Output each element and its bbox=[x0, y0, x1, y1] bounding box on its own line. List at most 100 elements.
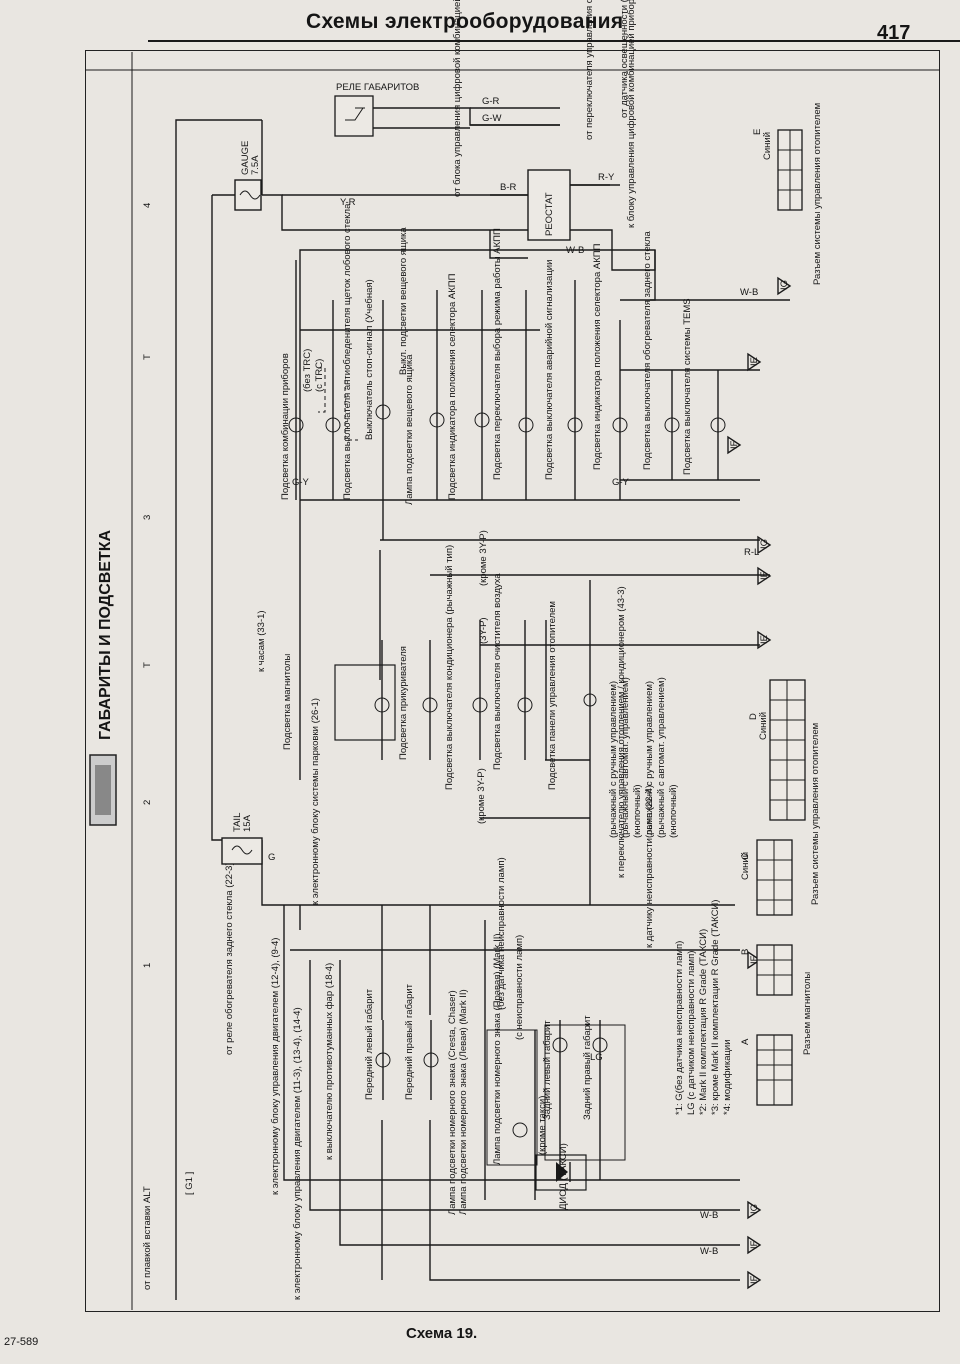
svg-text:G: G bbox=[268, 852, 275, 863]
svg-text:IF: IF bbox=[749, 1240, 760, 1249]
svg-text:IG: IG bbox=[779, 280, 790, 290]
comp-hazard: Подсветка выключателя аварийной сигнализ… bbox=[544, 260, 555, 480]
svg-text:IG: IG bbox=[759, 539, 770, 549]
grid-number-1: 1 bbox=[142, 963, 153, 968]
connector-labels: Разъем системы управления отопителем Раз… bbox=[740, 103, 823, 1055]
connector-id-e: E bbox=[752, 129, 763, 135]
connector-id-b: B bbox=[740, 949, 751, 955]
bottom-notes: (с неисправности ламп) (без датчика неис… bbox=[496, 857, 525, 1040]
comp-rear-right: Задний правый габарит bbox=[582, 1015, 593, 1120]
label-heater-switch: к переключателю управления отоплением / … bbox=[616, 586, 627, 878]
label-only-3yp: (3Y-P) bbox=[478, 617, 489, 644]
relay-label: РЕЛЕ ГАБАРИТОВ bbox=[336, 82, 419, 93]
svg-text:W-B: W-B bbox=[566, 245, 584, 256]
label-fog: к выключателю противотуманных фар (18-4) bbox=[324, 963, 335, 1160]
svg-text:W-B: W-B bbox=[700, 1246, 718, 1257]
ground-labels: IG IE IF IG IF IE IF IG IF IF bbox=[729, 280, 790, 1284]
svg-text:IF: IF bbox=[729, 440, 740, 449]
comp-no-trc: (без TRC) bbox=[302, 349, 313, 392]
comp-ac: Подсветка выключателя кондиционера (рыча… bbox=[444, 545, 455, 790]
header-rule bbox=[148, 40, 960, 42]
svg-text:*3: кроме Mark II комплектации: *3: кроме Mark II комплектации R Grade (… bbox=[710, 900, 721, 1115]
figure-caption: Схема 19. bbox=[406, 1325, 478, 1342]
connector-blocks bbox=[756, 129, 806, 1106]
svg-text:W-B: W-B bbox=[700, 1210, 718, 1221]
fuse-tail-rating: 15A bbox=[242, 814, 253, 832]
label-to-ecu-digital: к блоку управления цифровой комбинацией … bbox=[626, 0, 637, 228]
svg-text:(рычажный с ручным управлением: (рычажный с ручным управлением) bbox=[644, 681, 655, 838]
comp-tems: Подсветка выключателя системы TEMS bbox=[682, 298, 693, 475]
connector-color-c: Синий bbox=[740, 852, 751, 880]
page-title: Схемы электрооборудования bbox=[306, 10, 624, 33]
svg-text:R-L: R-L bbox=[744, 547, 759, 558]
grid-number-4: 4 bbox=[142, 203, 153, 208]
svg-text:Y-R: Y-R bbox=[340, 197, 356, 208]
label-g1: [ G1 ] bbox=[184, 1172, 195, 1195]
svg-text:LG: LG bbox=[590, 1052, 603, 1063]
svg-text:IG: IG bbox=[749, 1204, 760, 1214]
connector-title-heater-top: Разъем системы управления отопителем bbox=[812, 103, 823, 285]
fuse-tail-name: TAIL bbox=[232, 813, 243, 832]
comp-rear-defog: Подсветка выключателя обогревателя задне… bbox=[642, 231, 653, 470]
right-labels: от датчика освещенности (18-1) от перекл… bbox=[452, 0, 655, 948]
lamp-plate bbox=[512, 1122, 528, 1138]
label-lamp-sensor: к датчику неисправности ламп (22-4) bbox=[644, 785, 655, 948]
comp-purifier: Подсветка выключателя очистителя воздуха bbox=[492, 573, 503, 770]
svg-text:IF: IF bbox=[759, 571, 770, 580]
connector-id-a: A bbox=[740, 1038, 751, 1045]
connector-color-d: Синий bbox=[758, 712, 769, 740]
component-labels: Подсветка комбинации приборов (без TRC) … bbox=[280, 203, 693, 1215]
svg-text:*2: Mark II комплектация R Gra: *2: Mark II комплектация R Grade (ТАКСИ) bbox=[698, 929, 709, 1115]
diode-label: ДИОД (ТАКСИ) bbox=[558, 1143, 569, 1210]
heater-panel-notes: (рычажный с ручным управлением) (рычажны… bbox=[608, 677, 679, 838]
relay-box: РЕЛЕ ГАБАРИТОВ bbox=[334, 82, 560, 137]
section-title: ГАБАРИТЫ И ПОДСВЕТКА bbox=[97, 529, 114, 740]
comp-plate-left: Лампа подсветки номерного знака (Левая) … bbox=[458, 989, 469, 1215]
left-labels: [ G1 ] от плавкой вставки ALT от реле об… bbox=[142, 610, 335, 1300]
comp-cluster: Подсветка комбинации приборов bbox=[280, 353, 291, 500]
label-alt: от плавкой вставки ALT bbox=[142, 1186, 153, 1290]
grid-letter-t2: T bbox=[142, 662, 153, 668]
label-except-3yp: (кроме 3Y-P) bbox=[478, 530, 489, 586]
comp-selector: Подсветка индикатора положения селектора… bbox=[447, 273, 458, 500]
svg-text:IF: IF bbox=[749, 955, 760, 964]
comp-with-trc: (с TRC) bbox=[314, 359, 325, 392]
comp-deicer: Подсветка выключателя антиобледенителя щ… bbox=[342, 203, 353, 500]
lamp-heater-panel bbox=[583, 693, 597, 707]
connector-color-e: Синий bbox=[762, 132, 773, 160]
grid-number-2: 2 bbox=[142, 800, 153, 805]
connector-id-d: D bbox=[748, 713, 759, 720]
plate-lamp-box bbox=[486, 1029, 538, 1166]
svg-text:LG (с датчиком неисправности л: LG (с датчиком неисправности ламп) bbox=[686, 951, 697, 1115]
svg-text:IF: IF bbox=[749, 1275, 760, 1284]
svg-text:B-R: B-R bbox=[500, 182, 517, 193]
fuse-gauge: GAUGE 7.5A bbox=[234, 141, 262, 211]
svg-text:*1: G(без датчика неисправност: *1: G(без датчика неисправности ламп) bbox=[674, 941, 685, 1115]
svg-text:(рычажный с автомат. управлени: (рычажный с автомат. управлением) bbox=[620, 677, 631, 838]
svg-text:(кнопочный): (кнопочный) bbox=[632, 784, 643, 838]
connector-id-c: C bbox=[740, 853, 751, 860]
svg-text:(без датчика неисправности лам: (без датчика неисправности ламп) bbox=[496, 857, 507, 1010]
comp-rear-left: Задний левый габарит bbox=[542, 1020, 553, 1120]
label-ecu2: к электронному блоку управления двигател… bbox=[292, 1007, 303, 1300]
connector-title-heater-mid: Разъем системы управления отопителем bbox=[810, 723, 821, 905]
svg-text:G-Y: G-Y bbox=[612, 477, 630, 488]
label-from-switch: от переключателя управления освещением (… bbox=[584, 0, 595, 140]
grid-number-3: 3 bbox=[142, 515, 153, 520]
grid-labels: 4 3 2 1 T T bbox=[142, 203, 153, 968]
comp-except-taxi: (кроме такси) bbox=[537, 1096, 548, 1155]
grid-letter-t1: T bbox=[142, 354, 153, 360]
svg-text:(с неисправности ламп): (с неисправности ламп) bbox=[514, 935, 525, 1040]
footnotes: *1: G(без датчика неисправности ламп) LG… bbox=[674, 900, 733, 1115]
audio-unit-box bbox=[318, 367, 396, 741]
page-number: 417 bbox=[877, 22, 911, 44]
comp-front-left: Передний левый габарит bbox=[364, 988, 375, 1100]
comp-plate-right: Лампа подсветки номерного знака (Правая)… bbox=[492, 933, 503, 1165]
svg-text:(рычажный с автомат. управлени: (рычажный с автомат. управлением) bbox=[656, 677, 667, 838]
comp-mode: Подсветка переключателя выбора режима ра… bbox=[492, 228, 503, 480]
connector-title-audio: Разъем магнитолы bbox=[802, 972, 813, 1055]
section-header: ГАБАРИТЫ И ПОДСВЕТКА bbox=[89, 529, 117, 826]
comp-glovebox-lamp: Лампа подсветки вещевого ящика bbox=[404, 354, 415, 505]
label-clock: к часам (33-1) bbox=[256, 610, 267, 672]
page-code: 27-589 bbox=[4, 1336, 39, 1348]
